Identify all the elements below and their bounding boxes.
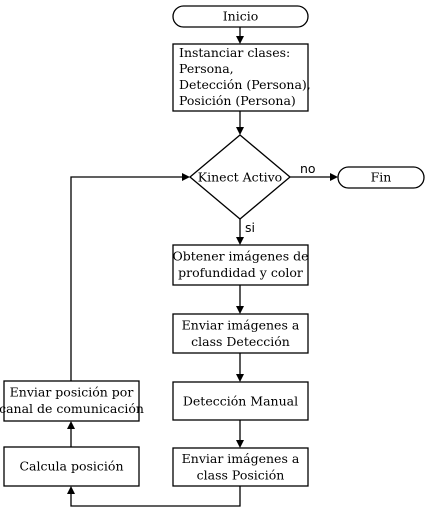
enviar-canal-line-2: canal de comunicación <box>0 401 144 416</box>
fin-label: Fin <box>371 170 392 185</box>
edge-enviar-canal-decision <box>70 176 183 381</box>
instanciar-clases-box <box>172 43 309 112</box>
arrowhead-calcula <box>67 486 75 494</box>
edge-label-no: no <box>300 161 316 176</box>
instanciar-line-3: Detección (Persona), <box>179 77 311 92</box>
arrowhead-obtener <box>236 237 244 245</box>
arrowhead-instanciar <box>236 36 244 44</box>
enviar-posicion-line-2: class Posición <box>197 468 285 483</box>
fin-terminal <box>337 166 425 189</box>
arrowhead-decision-top <box>236 127 244 135</box>
obtener-line-2: profundidad y color <box>178 265 303 280</box>
enviar-canal-line-1: Enviar posición por <box>10 385 134 400</box>
enviar-posicion-line-1: Enviar imágenes a <box>182 451 300 466</box>
enviar-deteccion-line-1: Enviar imágenes a <box>182 318 300 333</box>
arrowhead-deteccion-manual <box>236 374 244 382</box>
calcula-posicion-label: Calcula posición <box>19 459 123 474</box>
obtener-imagenes-box <box>172 244 309 286</box>
enviar-deteccion-line-2: class Detección <box>191 334 290 349</box>
arrowhead-enviar-deteccion <box>236 306 244 314</box>
deteccion-manual-box <box>172 381 309 421</box>
arrowhead-decision-left <box>182 173 190 181</box>
edge-label-si: si <box>245 220 255 235</box>
instanciar-line-4: Posición (Persona) <box>179 93 296 108</box>
arrowhead-enviar-canal <box>67 421 75 429</box>
instanciar-line-1: Instanciar clases: <box>179 45 290 60</box>
decision-label: Kinect Activo <box>198 170 282 185</box>
start-label: Inicio <box>223 9 259 24</box>
edge-enviar-posicion-calcula <box>70 486 241 507</box>
arrowhead-enviar-posicion <box>236 440 244 448</box>
instanciar-line-2: Persona, <box>179 61 234 76</box>
obtener-line-1: Obtener imágenes de <box>172 249 308 264</box>
enviar-canal-box <box>3 380 140 422</box>
calcula-posicion-box <box>3 446 140 487</box>
deteccion-manual-label: Detección Manual <box>183 394 298 409</box>
arrowhead-fin <box>330 173 338 181</box>
